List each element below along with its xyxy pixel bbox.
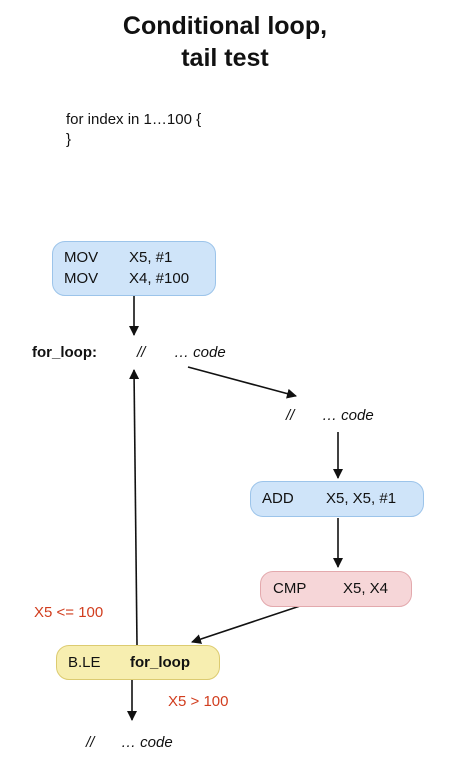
add-args: X5, X5, #1 bbox=[326, 490, 397, 507]
comment-3-text: … code bbox=[121, 734, 173, 751]
comment-1-slashes: // bbox=[137, 344, 146, 361]
cmp-op: CMP bbox=[273, 580, 307, 597]
cmp-args: X5, X4 bbox=[343, 580, 389, 597]
title-line-2: tail test bbox=[181, 44, 269, 72]
arrow-code-to-code bbox=[187, 366, 297, 399]
init-row-1-op: MOV bbox=[64, 249, 99, 266]
source-code-line-2: } bbox=[66, 131, 72, 148]
arrow-branch-back-to-loop bbox=[129, 369, 140, 646]
source-code-line-1: for index in 1…100 { bbox=[66, 111, 202, 128]
init-row-2-op: MOV bbox=[64, 270, 99, 287]
add-block: ADD X5, X5, #1 bbox=[250, 481, 424, 517]
init-block: MOV X5, #1 MOV X4, #100 bbox=[52, 241, 216, 296]
branch-op: B.LE bbox=[68, 654, 101, 671]
init-row-1: MOV X5, #1 bbox=[64, 247, 215, 268]
loop-label: for_loop: bbox=[32, 344, 97, 361]
title-line-1: Conditional loop, bbox=[122, 12, 328, 40]
comment-1-text: … code bbox=[174, 344, 226, 361]
comment-2-slashes: // bbox=[286, 407, 295, 424]
comment-2-text: … code bbox=[322, 407, 374, 424]
init-row-2: MOV X4, #100 bbox=[64, 268, 215, 289]
branch-target: for_loop bbox=[130, 654, 190, 671]
condition-true-label: X5 <= 100 bbox=[34, 604, 104, 621]
comment-3-slashes: // bbox=[86, 734, 95, 751]
init-row-1-args: X5, #1 bbox=[129, 249, 173, 266]
branch-block: B.LE for_loop bbox=[56, 645, 220, 680]
cmp-block: CMP X5, X4 bbox=[260, 571, 412, 607]
arrow-cmp-to-branch bbox=[191, 605, 301, 644]
condition-false-label: X5 > 100 bbox=[168, 693, 229, 710]
add-op: ADD bbox=[262, 490, 294, 507]
init-row-2-args: X4, #100 bbox=[129, 270, 190, 287]
